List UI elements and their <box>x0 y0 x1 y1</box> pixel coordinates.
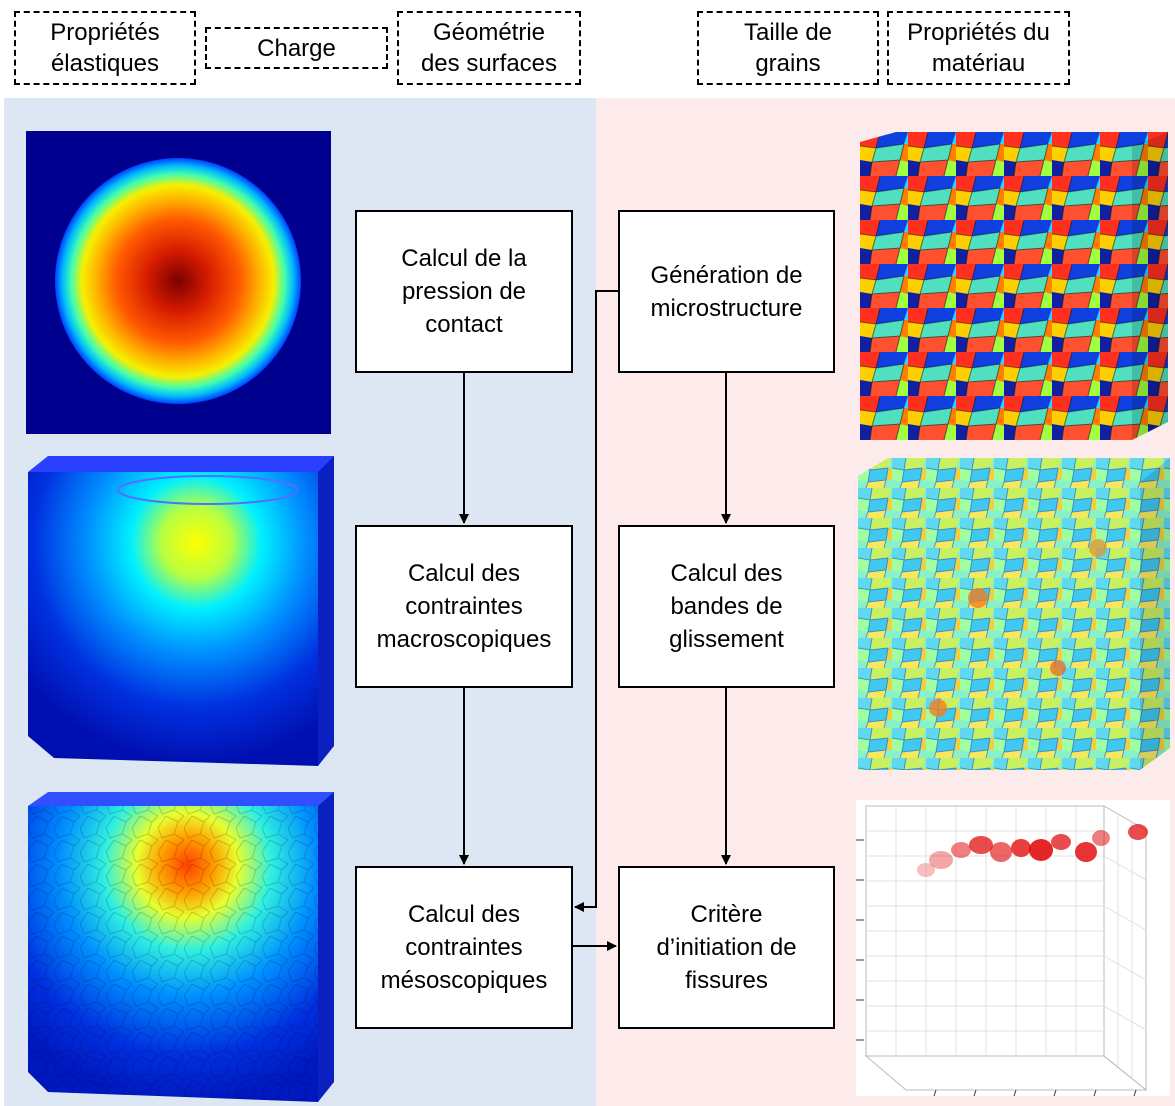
box-contact-pressure: Calcul de la pression de contact <box>355 210 573 373</box>
microstructure-block-image <box>860 132 1168 440</box>
input-elastic-properties: Propriétés élastiques <box>14 11 196 85</box>
macro-stress-block-image <box>28 456 334 766</box>
box-crack-criterion: Critère d’initiation de fissures <box>618 866 835 1029</box>
crack-initiation-plot-image <box>856 800 1170 1096</box>
input-grain-size: Taille de grains <box>697 11 879 85</box>
slip-bands-block-image <box>858 458 1170 770</box>
input-load: Charge <box>205 27 388 69</box>
meso-stress-block-image <box>28 792 334 1102</box>
box-meso-stress: Calcul des contraintes mésoscopiques <box>355 866 573 1029</box>
input-material-properties: Propriétés du matériau <box>887 11 1070 85</box>
box-slip-bands: Calcul des bandes de glissement <box>618 525 835 688</box>
contact-pressure-map-image <box>26 131 331 434</box>
box-microstructure: Génération de microstructure <box>618 210 835 373</box>
box-macro-stress: Calcul des contraintes macroscopiques <box>355 525 573 688</box>
input-surface-geometry: Géométrie des surfaces <box>397 11 581 85</box>
